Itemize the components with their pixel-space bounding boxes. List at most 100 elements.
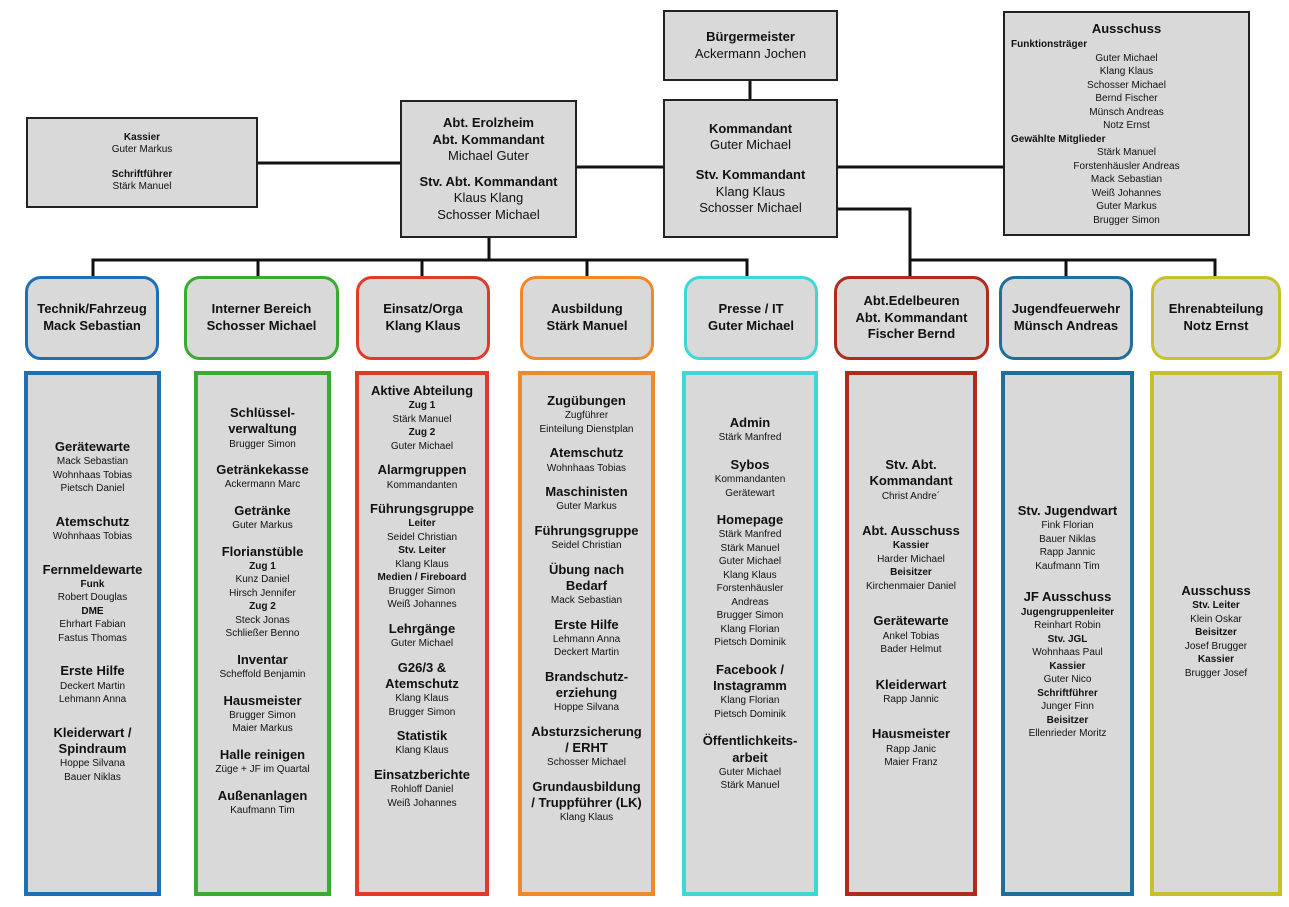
ausschuss-member: Münsch Andreas bbox=[1089, 106, 1164, 118]
role-group: Grundausbildung/ Truppführer (LK)Klang K… bbox=[531, 779, 642, 825]
member-name: Weiß Johannes bbox=[387, 797, 457, 809]
team-header-line1: Jugendfeuerwehr bbox=[1011, 301, 1121, 317]
team-header-line3: Fischer Bernd bbox=[867, 326, 956, 342]
member-name: Guter Nico bbox=[1043, 674, 1092, 685]
role-title: Stv. Jugendwart bbox=[1017, 503, 1118, 518]
member-name: Kaufmann Tim bbox=[1035, 560, 1100, 572]
member-name: Brugger Simon bbox=[388, 585, 456, 597]
role-title: Brandschutz- bbox=[544, 668, 629, 684]
ausschuss-member: Schosser Michael bbox=[1087, 79, 1166, 91]
member-name: Klang Florian bbox=[720, 623, 780, 635]
member-name: Hirsch Jennifer bbox=[229, 587, 296, 599]
sub-role-label: Kassier bbox=[892, 540, 930, 552]
ausschuss-member: Klang Klaus bbox=[1099, 66, 1154, 78]
role-title: Öffentlichkeits- bbox=[702, 733, 798, 749]
member-name: Rapp Janic bbox=[885, 743, 936, 755]
member-name: Reinhart Robin bbox=[1034, 620, 1101, 631]
team-header-line1: Presse / IT bbox=[718, 301, 784, 317]
role-title: Aktive Abteilung bbox=[370, 383, 474, 398]
team-header-line1: Interner Bereich bbox=[211, 301, 312, 317]
member-name: Harder Michael bbox=[877, 553, 945, 565]
role-title: Admin bbox=[729, 415, 771, 430]
role-title: Kommandant bbox=[869, 473, 953, 489]
member-name: Guter Michael bbox=[390, 440, 454, 452]
role-title: arbeit bbox=[732, 749, 768, 765]
kommandant-title: Kommandant bbox=[708, 120, 793, 136]
team-header-line2: Stärk Manuel bbox=[546, 318, 628, 333]
member-name: Seidel Christian bbox=[551, 540, 622, 551]
member-name: Stärk Manuel bbox=[392, 413, 452, 425]
member-name: Stärk Manuel bbox=[720, 780, 780, 792]
ausschuss-member: Bernd Fischer bbox=[1095, 93, 1158, 105]
kommandant-name: Guter Michael bbox=[710, 137, 791, 153]
member-name: Klang Klaus bbox=[395, 693, 449, 704]
role-title: / Truppführer (LK) bbox=[531, 795, 642, 810]
member-name: Deckert Martin bbox=[553, 647, 619, 659]
member-name: Wohnhaas Tobias bbox=[52, 531, 133, 542]
member-name: Weiß Johannes bbox=[387, 599, 457, 611]
member-name: Seidel Christian bbox=[386, 531, 458, 543]
member-name: Brugger Josef bbox=[1184, 667, 1248, 679]
team-header-line2: Guter Michael bbox=[708, 318, 794, 333]
kassier-title: Kassier bbox=[123, 131, 161, 143]
role-title: Einsatzberichte bbox=[373, 766, 471, 782]
role-title: Abt. Ausschuss bbox=[862, 523, 960, 538]
member-name: Guter Michael bbox=[718, 556, 782, 568]
gewaehlte-mitglieder-title: Gewählte Mitglieder bbox=[1011, 133, 1106, 145]
member-name: Brugger Simon bbox=[388, 706, 456, 718]
member-name: Pietsch Dominik bbox=[714, 637, 786, 649]
sub-role-label: Zug 2 bbox=[408, 427, 436, 439]
member-name: Klang Klaus bbox=[723, 569, 777, 581]
role-title: Hausmeister bbox=[223, 692, 302, 708]
member-name: Wohnhaas Paul bbox=[1032, 647, 1103, 658]
member-name: Kommandanten bbox=[386, 479, 458, 491]
team-header-line1: Ehrenabteilung bbox=[1168, 301, 1264, 317]
erolzheim-stv-2: Schosser Michael bbox=[437, 206, 540, 222]
role-title: Zugübungen bbox=[547, 393, 626, 408]
role-title: Gerätewarte bbox=[873, 613, 949, 629]
sub-role-label: Medien / Fireboard bbox=[377, 572, 467, 584]
member-name: Klang Klaus bbox=[559, 812, 614, 824]
team-header-line2: Schosser Michael bbox=[206, 318, 317, 333]
member-name: Stärk Manfred bbox=[718, 432, 782, 444]
role-title: Kleiderwart / bbox=[53, 724, 132, 740]
role-title: Hausmeister bbox=[871, 726, 951, 742]
team-header-line2: Mack Sebastian bbox=[43, 318, 141, 333]
ausschuss-member: Guter Michael bbox=[1095, 52, 1158, 64]
member-name: Kaufmann Tim bbox=[230, 804, 295, 816]
sub-role-label: Zug 1 bbox=[408, 400, 436, 412]
sub-role-label: Stv. Leiter bbox=[1192, 600, 1240, 612]
member-name: Kunz Daniel bbox=[235, 574, 290, 586]
role-title: G26/3 & bbox=[397, 659, 447, 675]
member-name: Pietsch Daniel bbox=[60, 483, 125, 495]
team-header-line2: Münsch Andreas bbox=[1013, 318, 1119, 333]
connector-kommandant-right bbox=[835, 207, 1217, 262]
ausschuss-member: Stärk Manuel bbox=[1097, 147, 1156, 159]
role-title: Atemschutz bbox=[55, 513, 130, 529]
